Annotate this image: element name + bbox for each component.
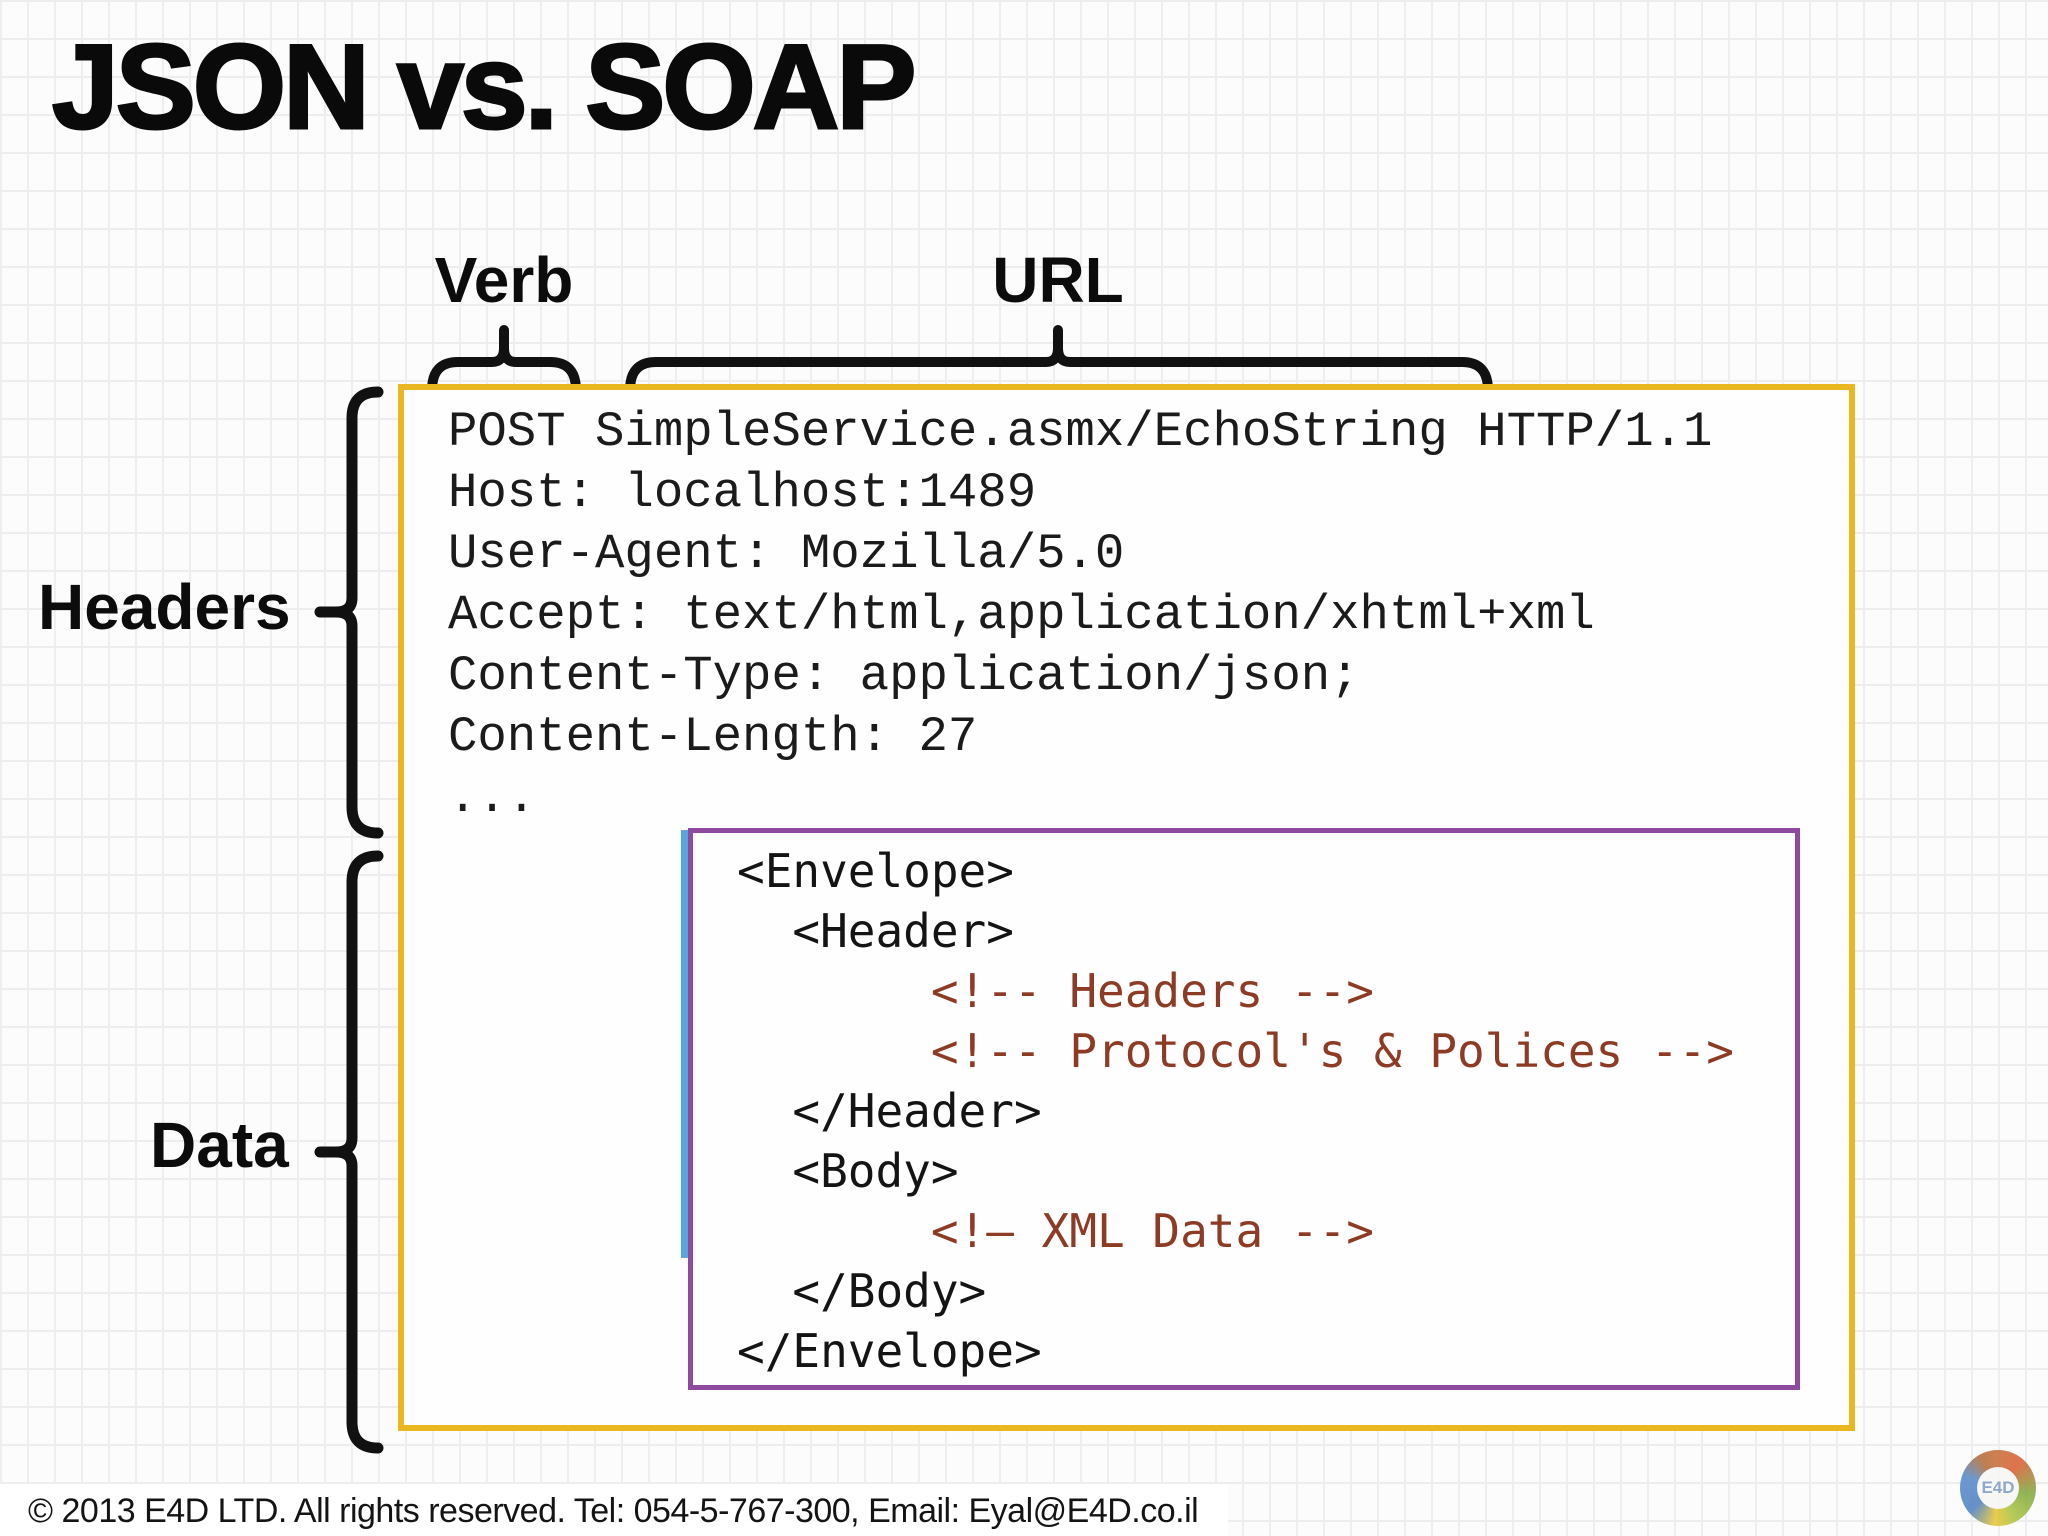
xml-tag-line: </Body> bbox=[737, 1264, 987, 1318]
url-brace bbox=[625, 325, 1493, 395]
http-header-line: ... bbox=[448, 770, 537, 826]
xml-comment-line: <!-- Protocol's & Polices --> bbox=[737, 1024, 1734, 1078]
xml-tag-line: </Envelope> bbox=[737, 1324, 1042, 1378]
http-header-line: Accept: text/html,application/xhtml+xml bbox=[448, 587, 1595, 643]
e4d-logo: E4D bbox=[1960, 1450, 2036, 1526]
xml-tag-line: <Body> bbox=[737, 1144, 959, 1198]
soap-envelope-box: <Envelope> <Header> <!-- Headers --> <!-… bbox=[688, 828, 1800, 1390]
headers-label: Headers bbox=[38, 571, 291, 643]
soap-envelope-code: <Envelope> <Header> <!-- Headers --> <!-… bbox=[693, 833, 1795, 1381]
xml-tag-line: <Envelope> bbox=[737, 844, 1014, 898]
http-header-line: POST SimpleService.asmx/EchoString HTTP/… bbox=[448, 404, 1713, 460]
copyright-footer: © 2013 E4D LTD. All rights reserved. Tel… bbox=[0, 1484, 1229, 1536]
data-brace bbox=[314, 850, 384, 1454]
soap-box-blue-accent bbox=[681, 830, 688, 1258]
http-header-line: Content-Type: application/json; bbox=[448, 648, 1360, 704]
verb-label: Verb bbox=[434, 244, 574, 316]
xml-comment-line: <!-- Headers --> bbox=[737, 964, 1374, 1018]
xml-tag-line: <Header> bbox=[737, 904, 1014, 958]
page-title: JSON vs. SOAP bbox=[50, 19, 917, 156]
xml-comment-line: <!– XML Data --> bbox=[737, 1204, 1374, 1258]
http-header-line: User-Agent: Mozilla/5.0 bbox=[448, 526, 1125, 582]
verb-brace bbox=[427, 325, 581, 395]
http-header-line: Host: localhost:1489 bbox=[448, 465, 1037, 521]
xml-tag-line: </Header> bbox=[737, 1084, 1042, 1138]
url-label: URL bbox=[992, 244, 1124, 316]
http-header-line: Content-Length: 27 bbox=[448, 709, 978, 765]
headers-brace bbox=[314, 386, 384, 839]
e4d-logo-text: E4D bbox=[1981, 1478, 2015, 1497]
e4d-logo-center: E4D bbox=[1977, 1467, 2019, 1509]
data-label: Data bbox=[150, 1109, 289, 1181]
http-request-code: POST SimpleService.asmx/EchoString HTTP/… bbox=[404, 390, 1849, 829]
